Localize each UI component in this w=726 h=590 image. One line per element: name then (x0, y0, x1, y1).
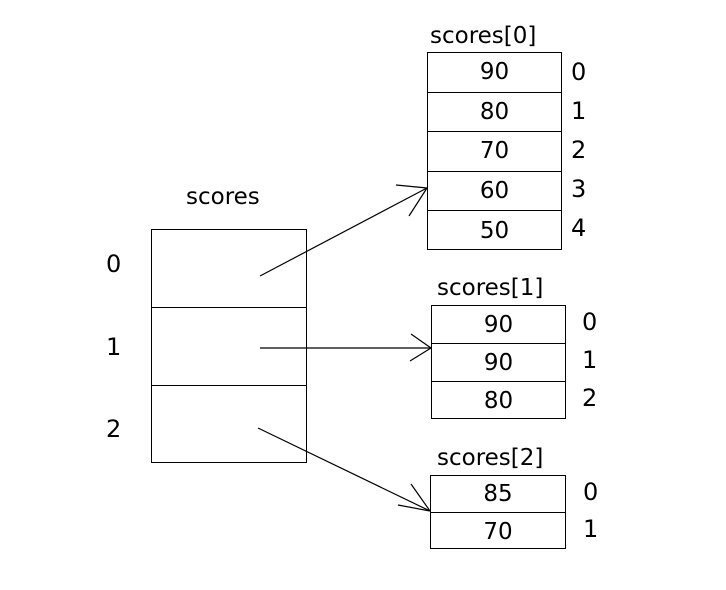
main-array-cell-0 (152, 230, 306, 308)
main-array-label: scores (186, 184, 260, 210)
scores1-box: 90 90 80 (431, 305, 566, 419)
scores0-index-0: 0 (571, 58, 587, 86)
main-array-index-1: 1 (106, 333, 122, 361)
scores1-index-2: 2 (582, 384, 598, 412)
main-array-index-0: 0 (106, 250, 122, 278)
scores0-index-1: 1 (571, 97, 587, 125)
scores0-cell-4: 50 (479, 218, 510, 245)
scores0-index-3: 3 (571, 175, 587, 203)
scores0-cell-1: 80 (428, 93, 561, 133)
main-array-box (151, 229, 307, 463)
scores0-label: scores[0] (430, 23, 537, 49)
scores2-box: 85 70 (430, 475, 566, 549)
scores0-box: 90 80 70 60 50 (427, 52, 562, 250)
scores1-cell-2: 80 (483, 388, 514, 414)
scores1-cell-1: 90 (432, 344, 565, 382)
scores2-index-1: 1 (583, 515, 599, 543)
scores2-label: scores[2] (437, 445, 544, 471)
main-array-cell-1 (152, 308, 306, 386)
scores2-index-0: 0 (583, 478, 599, 506)
scores0-cell-3: 60 (428, 172, 561, 212)
scores1-index-0: 0 (582, 308, 598, 336)
main-array-cell-2 (152, 386, 306, 464)
scores1-cell-0: 90 (432, 306, 565, 344)
scores0-cell-2: 70 (428, 132, 561, 172)
scores2-cell-0: 85 (431, 476, 565, 513)
main-array-index-2: 2 (106, 415, 122, 443)
scores1-label: scores[1] (437, 275, 544, 301)
scores2-cell-1: 70 (483, 518, 513, 545)
scores0-cell-0: 90 (428, 53, 561, 93)
scores0-index-4: 4 (571, 214, 587, 242)
scores0-index-2: 2 (571, 136, 587, 164)
scores1-index-1: 1 (582, 346, 598, 374)
